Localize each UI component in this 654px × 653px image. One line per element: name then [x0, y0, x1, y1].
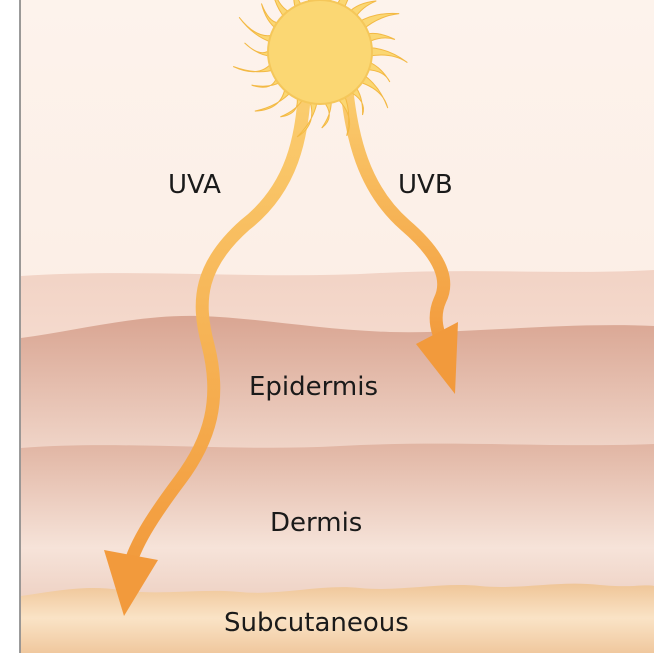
- uvb-label: UVB: [398, 170, 453, 200]
- epidermis-label: Epidermis: [249, 372, 378, 402]
- dermis-label: Dermis: [270, 508, 362, 538]
- uva-label: UVA: [168, 170, 221, 200]
- subcutaneous-label: Subcutaneous: [224, 608, 409, 638]
